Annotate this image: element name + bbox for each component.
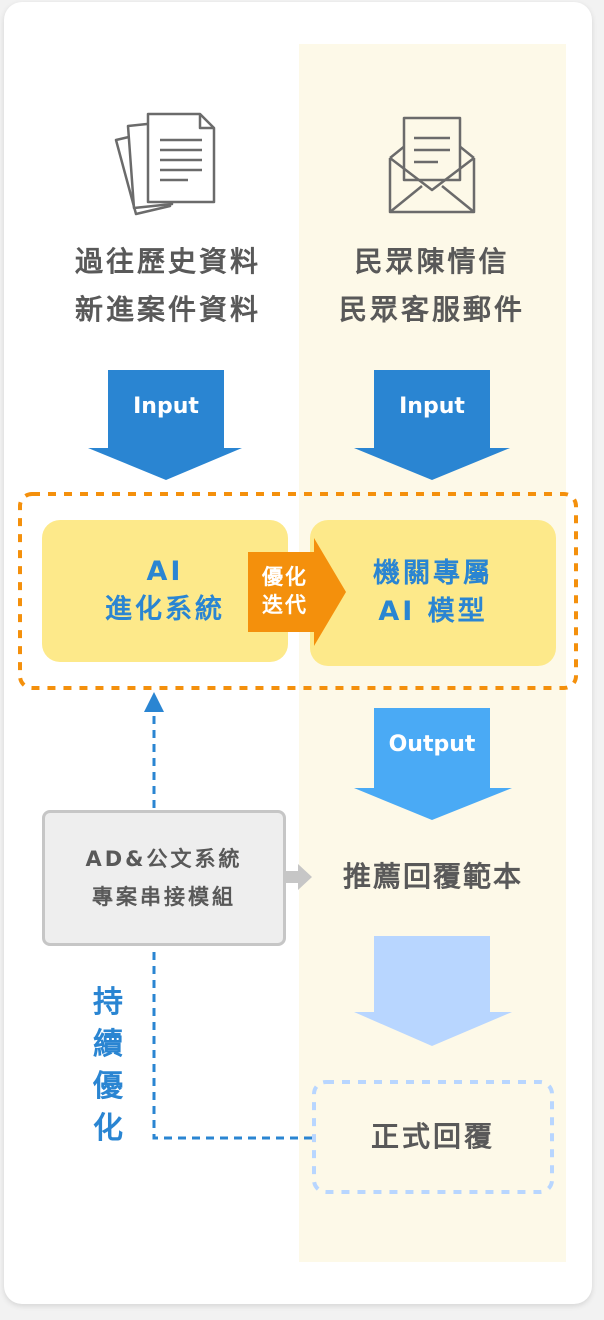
reply-arrow bbox=[354, 936, 512, 1046]
envelope-icon bbox=[388, 116, 476, 214]
output-label: Output bbox=[388, 732, 476, 757]
agency-ai-model-box: 機關專屬 AI 模型 bbox=[310, 520, 556, 666]
optimize-badge-label: 優化 迭代 bbox=[252, 563, 318, 619]
ai-system-line2: 進化系統 bbox=[105, 594, 225, 625]
optimize-line2: 迭代 bbox=[262, 593, 308, 617]
feedback-line bbox=[152, 944, 312, 1140]
documents-icon bbox=[114, 112, 216, 216]
feedback-arrowhead bbox=[144, 692, 164, 712]
module-line1: AD&公文系統 bbox=[85, 847, 243, 871]
ai-evolution-system-box: AI 進化系統 bbox=[42, 520, 288, 662]
optimize-char-1: 持 bbox=[93, 985, 123, 1020]
right-source-line1: 民眾陳情信 bbox=[354, 245, 510, 278]
optimize-char-2: 續 bbox=[93, 1027, 123, 1062]
module-line2: 專案串接模組 bbox=[92, 885, 236, 909]
input-arrow-left bbox=[88, 370, 242, 480]
optimize-line1: 優化 bbox=[262, 565, 308, 589]
formal-reply-label: 正式回覆 bbox=[370, 1120, 495, 1153]
input-left-label: Input bbox=[133, 394, 199, 419]
optimize-char-3: 優 bbox=[93, 1069, 123, 1104]
right-source-line2: 民眾客服郵件 bbox=[338, 293, 525, 326]
left-source-label: 過往歷史資料 新進案件資料 bbox=[50, 238, 286, 334]
recommend-template-label: 推薦回覆範本 bbox=[342, 860, 523, 893]
agency-model-line2: AI 模型 bbox=[378, 596, 488, 627]
ai-system-line1: AI bbox=[146, 556, 184, 587]
left-source-line2: 新進案件資料 bbox=[74, 293, 261, 326]
optimize-char-4: 化 bbox=[93, 1111, 123, 1146]
agency-model-line1: 機關專屬 bbox=[373, 558, 493, 589]
input-right-label: Input bbox=[399, 394, 465, 419]
formal-reply-box bbox=[312, 1080, 554, 1194]
left-source-line1: 過往歷史資料 bbox=[74, 245, 261, 278]
integration-module-box: AD&公文系統 專案串接模組 bbox=[42, 810, 286, 946]
output-arrow bbox=[354, 708, 512, 820]
continuous-optimize-label: 持 續 優 化 bbox=[86, 982, 130, 1150]
input-arrow-right bbox=[354, 370, 510, 480]
right-source-label: 民眾陳情信 民眾客服郵件 bbox=[312, 238, 552, 334]
